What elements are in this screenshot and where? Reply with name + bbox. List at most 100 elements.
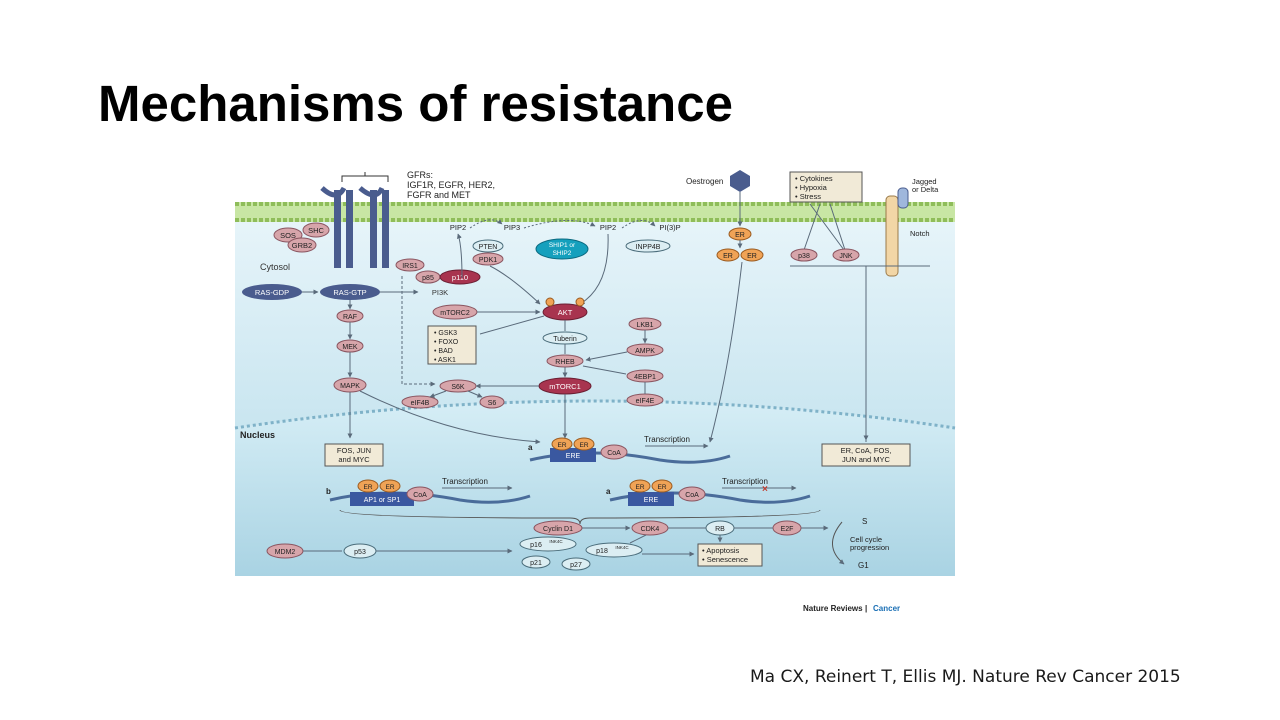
svg-text:p53: p53	[354, 549, 366, 556]
node-mek: MEK	[336, 339, 364, 353]
node-ampk: AMPK	[626, 343, 664, 357]
svg-text:progression: progression	[850, 543, 889, 552]
node-lkb1: LKB1	[628, 317, 662, 331]
svg-text:a: a	[528, 443, 533, 452]
node-er-coa-box: ER, CoA, FOS, JUN and MYC	[821, 443, 911, 467]
svg-text:S6K: S6K	[451, 384, 465, 391]
svg-text:ER: ER	[557, 442, 566, 449]
pip2-b: PIP2	[600, 223, 616, 232]
svg-text:E2F: E2F	[781, 526, 794, 533]
svg-text:b: b	[326, 487, 331, 496]
node-jnk: JNK	[832, 248, 860, 262]
phase-s: S	[862, 517, 867, 526]
notch-receptor	[885, 195, 899, 277]
svg-text:p27: p27	[570, 562, 582, 569]
complex-b: AP1 or SP1 ER ER CoA b Transcription	[326, 477, 531, 506]
svg-text:eIF4B: eIF4B	[411, 400, 430, 407]
node-mapk: MAPK	[333, 377, 367, 393]
node-tuberin: Tuberin	[542, 331, 588, 345]
complex-a-bottom: ERE ER ER CoA a Transcription ×	[606, 477, 811, 506]
svg-text:ER: ER	[723, 253, 733, 260]
svg-text:• FOXO: • FOXO	[434, 339, 459, 346]
node-e2f: E2F	[772, 520, 802, 536]
svg-text:ER: ER	[579, 442, 588, 449]
pip2-a: PIP2	[450, 223, 466, 232]
svg-text:CoA: CoA	[685, 492, 699, 499]
svg-text:RAF: RAF	[343, 314, 357, 321]
cell-membrane	[235, 202, 955, 222]
svg-text:INPP4B: INPP4B	[636, 244, 661, 251]
svg-text:IGF1R, EGFR, HER2,: IGF1R, EGFR, HER2,	[407, 180, 495, 190]
svg-text:RAS-GDP: RAS-GDP	[255, 288, 289, 297]
node-er-membrane: ER	[728, 227, 752, 241]
node-ship: SHIP1 or SHIP2	[535, 238, 589, 260]
svg-text:FOS, JUN: FOS, JUN	[337, 446, 371, 455]
node-irs1: IRS1	[395, 258, 425, 272]
svg-text:JNK: JNK	[839, 253, 853, 260]
svg-text:Transcription: Transcription	[722, 477, 768, 486]
svg-text:Tuberin: Tuberin	[553, 336, 577, 343]
svg-text:RAS-GTP: RAS-GTP	[333, 288, 366, 297]
svg-text:ER: ER	[635, 484, 644, 491]
svg-text:• Stress: • Stress	[795, 192, 821, 201]
svg-text:MAPK: MAPK	[340, 383, 360, 390]
svg-text:p110: p110	[452, 273, 468, 282]
svg-text:• Cytokines: • Cytokines	[795, 174, 833, 183]
complex-a-top: ERE ER ER CoA a Transcription	[528, 435, 731, 464]
cytosol-label: Cytosol	[260, 262, 290, 272]
oestrogen-ligand	[730, 170, 750, 192]
svg-text:ER: ER	[363, 484, 372, 491]
svg-text:Nature Reviews: Nature Reviews	[803, 604, 863, 613]
svg-text:RB: RB	[715, 526, 725, 533]
svg-text:SOS: SOS	[280, 231, 296, 240]
svg-text:and MYC: and MYC	[338, 455, 370, 464]
svg-text:CDK4: CDK4	[641, 526, 660, 533]
node-inpp4b: INPP4B	[625, 239, 671, 253]
svg-text:Transcription: Transcription	[644, 435, 690, 444]
node-p21: p21	[521, 555, 551, 569]
svg-text:AMPK: AMPK	[635, 348, 655, 355]
inhibitor-box: • GSK3 • FOXO • BAD • ASK1	[427, 325, 477, 365]
svg-text:Cancer: Cancer	[873, 604, 900, 613]
phase-g1: G1	[858, 561, 869, 570]
svg-text:IRS1: IRS1	[402, 263, 418, 270]
node-cdk4: CDK4	[631, 520, 669, 536]
pi3p: PI(3)P	[659, 223, 680, 232]
node-pdk1: PDK1	[472, 252, 504, 266]
svg-text:ER: ER	[385, 484, 394, 491]
svg-text:p18: p18	[596, 548, 608, 555]
svg-text:p16: p16	[530, 542, 542, 549]
node-shc: SHC	[302, 222, 330, 238]
svg-text:AP1 or SP1: AP1 or SP1	[364, 497, 401, 504]
svg-text:• BAD: • BAD	[434, 348, 453, 355]
node-s6k: S6K	[439, 379, 477, 393]
pathway-figure: GFRs: IGF1R, EGFR, HER2, FGFR and MET Cy…	[234, 170, 956, 613]
pip3: PIP3	[504, 223, 520, 232]
citation: Ma CX, Reinert T, Ellis MJ. Nature Rev C…	[750, 667, 1181, 687]
svg-text:a: a	[606, 487, 611, 496]
slide-title: Mechanisms of resistance	[98, 75, 733, 132]
svg-text:S6: S6	[488, 400, 497, 407]
node-rheb: RHEB	[546, 354, 584, 368]
node-eif4b: eIF4B	[401, 395, 439, 409]
gfr-receptors: GFRs: IGF1R, EGFR, HER2, FGFR and MET	[320, 170, 495, 268]
svg-text:mTORC1: mTORC1	[549, 382, 581, 391]
svg-text:• ASK1: • ASK1	[434, 357, 456, 364]
cell-cycle-label: Cell cycle	[850, 535, 882, 544]
node-grb2: GRB2	[287, 237, 317, 253]
svg-text:FGFR and MET: FGFR and MET	[407, 190, 471, 200]
node-eif4e: eIF4E	[626, 393, 664, 407]
svg-text:ER, CoA, FOS,: ER, CoA, FOS,	[841, 446, 892, 455]
svg-text:CoA: CoA	[607, 450, 621, 457]
node-s6: S6	[479, 395, 505, 409]
node-4ebp1: 4EBP1	[626, 369, 664, 383]
svg-text:AKT: AKT	[558, 308, 573, 317]
svg-text:SHC: SHC	[308, 226, 324, 235]
svg-text:×: ×	[762, 484, 768, 495]
svg-text:• GSK3: • GSK3	[434, 330, 457, 337]
svg-text:|: |	[865, 604, 867, 613]
svg-text:eIF4E: eIF4E	[636, 398, 655, 405]
svg-text:MEK: MEK	[342, 344, 358, 351]
